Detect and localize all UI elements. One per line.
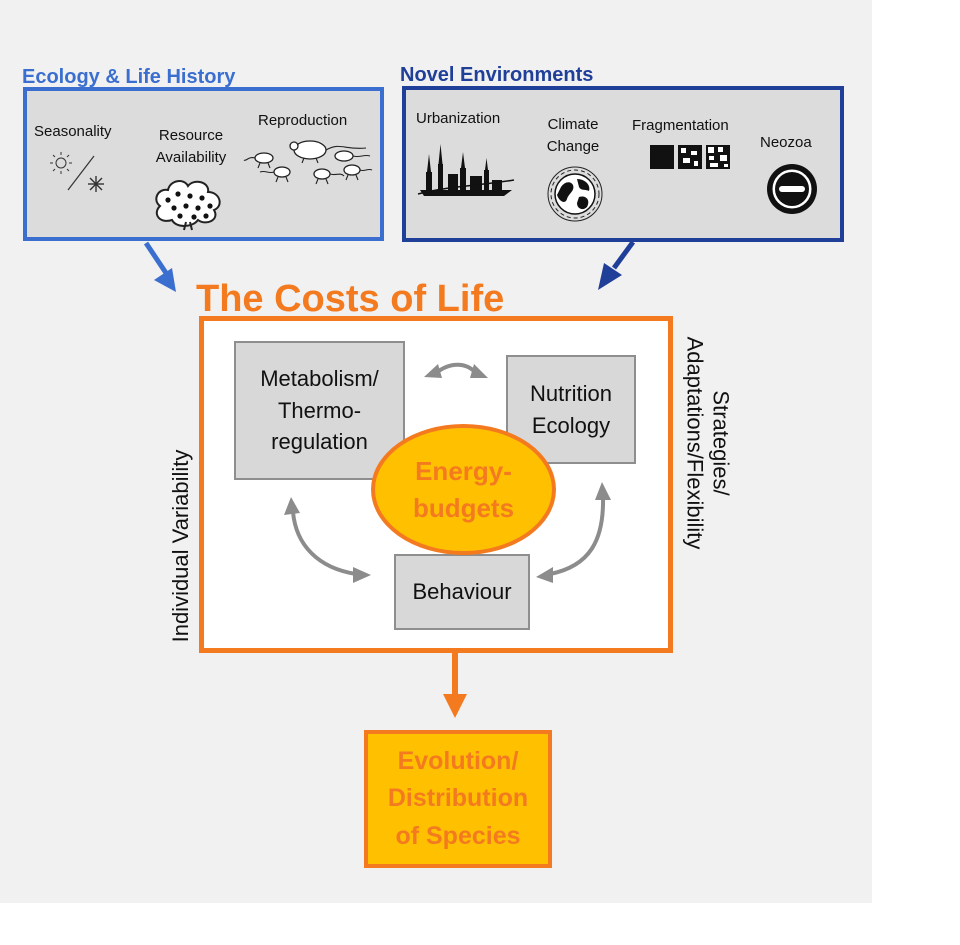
globe-icon [547, 166, 603, 222]
no-entry-icon [767, 164, 817, 214]
behaviour-box: Behaviour [394, 554, 530, 630]
energy-budgets-label: Energy- budgets [412, 456, 515, 523]
evolution-label: Evolution/ Distribution of Species [387, 746, 529, 850]
behaviour-label: Behaviour [412, 579, 512, 605]
metabolism-box: Metabolism/ Thermo- regulation [234, 341, 405, 480]
seasonality-label: Seasonality [34, 123, 112, 140]
bush-icon [155, 180, 221, 231]
ecology-section-title: Ecology & Life History [22, 66, 236, 88]
seasonality-icon [50, 152, 104, 192]
fragmentation-icon [650, 145, 730, 169]
city-skyline-icon [417, 144, 515, 196]
metabolism-label: Metabolism/ Thermo- regulation [260, 365, 379, 455]
climate-change-label: Climate Change [546, 116, 600, 155]
reproduction-label: Reproduction [258, 112, 348, 129]
costs-of-life-title: The Costs of Life [196, 278, 505, 320]
urbanization-label: Urbanization [416, 110, 501, 127]
neozoa-label: Neozoa [760, 134, 812, 151]
evolution-box: Evolution/ Distribution of Species [364, 730, 552, 868]
energy-budgets-ellipse: Energy- budgets [371, 424, 556, 555]
nutrition-label: Nutrition Ecology [530, 380, 612, 438]
novel-section-title: Novel Environments [400, 64, 594, 86]
resource-availability-label: Resource Availability [155, 127, 227, 166]
mice-icon [243, 140, 373, 185]
fragmentation-label: Fragmentation [632, 117, 729, 134]
novel-panel [402, 86, 844, 242]
